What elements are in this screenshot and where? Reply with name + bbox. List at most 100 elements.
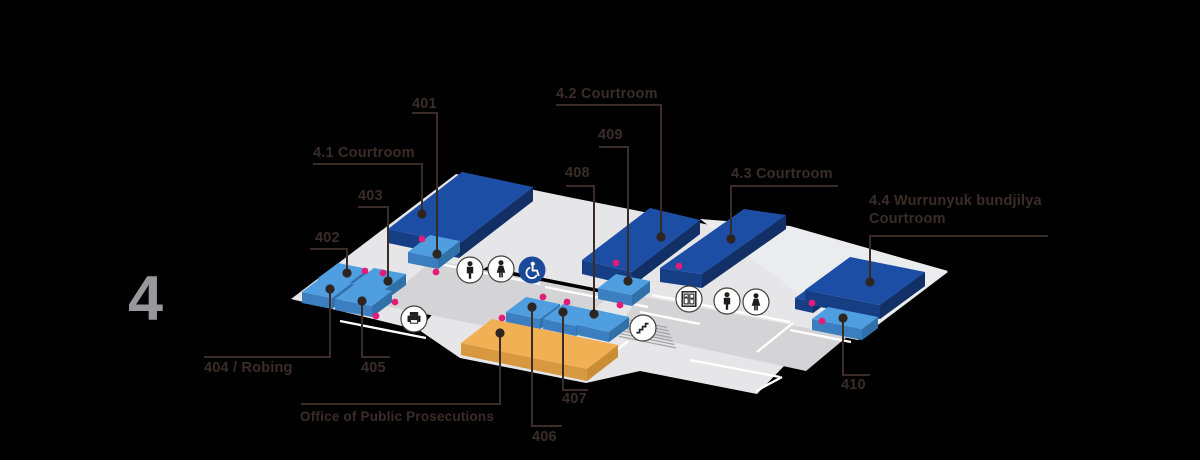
leader-dot-402 [342,268,352,278]
leader-dot-4.2 [656,232,666,242]
leader-line-404 [204,289,331,358]
room-label-402: 402 [315,230,340,246]
leader-dot-410 [838,313,848,323]
leader-line-4.1 [313,163,423,214]
entrance-marker-4 [391,298,399,306]
room-block-410-side-right [862,317,878,340]
entrance-marker-12 [808,299,816,307]
entrance-marker-0 [418,235,426,243]
room-label-409: 409 [598,127,623,143]
entrance-marker-10 [612,259,620,267]
leader-dot-406 [527,302,537,312]
entrance-marker-7 [539,293,547,301]
room-label-4-4-courtroom: 4.4 Wurrunyuk bundjilya Courtroom [869,192,1067,228]
leader-line-409 [599,146,629,281]
room-block-409-top [598,274,650,295]
room-block-405 [335,284,392,317]
leader-line-4.2 [556,104,662,237]
corridor-line-4 [639,310,701,326]
leader-line-OPP [301,333,501,405]
entrance-marker-8 [563,298,571,306]
entrance-marker-6 [498,314,506,322]
leader-line-403 [358,206,389,281]
leader-line-401 [412,112,438,254]
corridor-line-8 [789,328,852,344]
toilet-male-icon [713,287,741,315]
stairs-icon [629,314,657,342]
room-label-404-robing: 404 / Robing [204,360,293,376]
toilet-male-icon [456,256,484,284]
corridor-line-0 [339,319,427,340]
leader-dot-4.3 [726,234,736,244]
room-label-4-1-courtroom: 4.1 Courtroom [313,145,415,161]
elevator-badge [675,285,703,313]
courtroom-block-4.2 [582,208,700,286]
courtroom-block-4.2-side-right [632,220,700,286]
leader-dot-405 [357,296,367,306]
courtroom-block-4.2-side [582,220,700,286]
room-block-408-side-right [609,317,629,342]
room-label-office-public-prosecutions: Office of Public Prosecutions [300,409,495,424]
entrance-marker-11 [675,262,683,270]
leader-line-407 [562,312,588,391]
entrance-marker-5 [372,312,380,320]
leader-line-410 [842,318,870,376]
room-block-403-top [352,268,406,290]
leader-dot-407 [558,307,568,317]
courtroom-block-4.3 [660,209,786,288]
room-block-407-top [543,304,596,326]
room-label-408: 408 [565,165,590,181]
entrance-marker-9 [616,301,624,309]
courtroom-block-4.3-side-right [702,215,786,288]
leader-line-406 [531,307,562,427]
leader-dot-409 [623,276,633,286]
room-block-410-side [812,317,878,340]
leader-line-405 [361,301,390,358]
courtroom-block-4.1-top [388,172,533,244]
room-label-4-2-courtroom: 4.2 Courtroom [556,86,658,102]
room-label-401: 401 [412,96,437,112]
room-block-401 [408,235,460,269]
corridor-line-5 [756,322,794,353]
room-block-401-side-right [438,241,460,269]
room-label-4-4-line1: 4.4 Wurrunyuk bundjilya [869,193,1042,209]
toilet-accessible-icon [518,256,546,284]
leader-line-4.4 [869,235,1048,282]
leader-dot-4.4 [865,277,875,287]
corridor-line-1 [429,260,541,286]
level-number: 4 [128,264,164,334]
toilet-female-icon [487,255,515,283]
leader-dot-404 [325,284,335,294]
room-label-4-3-courtroom: 4.3 Courtroom [731,166,833,182]
courtroom-block-4.1-side-right [459,187,533,258]
escalator-hatch-line [618,335,677,349]
room-label-410: 410 [841,377,866,393]
leader-dot-403 [383,276,393,286]
leader-line-4.3 [730,185,838,239]
entrance-marker-1 [432,268,440,276]
room-label-407: 407 [562,391,587,407]
entrance-marker-3 [379,269,387,277]
courtroom-block-4.4-top [805,257,925,305]
printer-icon [400,305,428,333]
courtroom-block-4.3-side [660,215,786,288]
entrance-marker-2 [361,267,369,275]
room-label-4-4-line2: Courtroom [869,211,946,228]
room-label-405: 405 [361,360,386,376]
corridor-line-7 [755,375,783,393]
courtroom-block-4.3-top [660,209,786,274]
courtroom-block-4.4 [805,257,925,319]
corridor-line-6 [689,358,781,379]
leader-line-402 [310,248,348,273]
room-block-409-side-right [632,281,650,306]
walkway-east [616,296,848,371]
courtroom-block-4.4-side-right [880,272,925,319]
leader-dot-401 [432,249,442,259]
elevator-icon [675,285,703,313]
entrance-marker-13 [818,317,826,325]
courtroom-block-4.2-top [582,208,700,272]
office-block-opp-side-right [587,345,618,381]
leader-line-408 [566,185,595,314]
